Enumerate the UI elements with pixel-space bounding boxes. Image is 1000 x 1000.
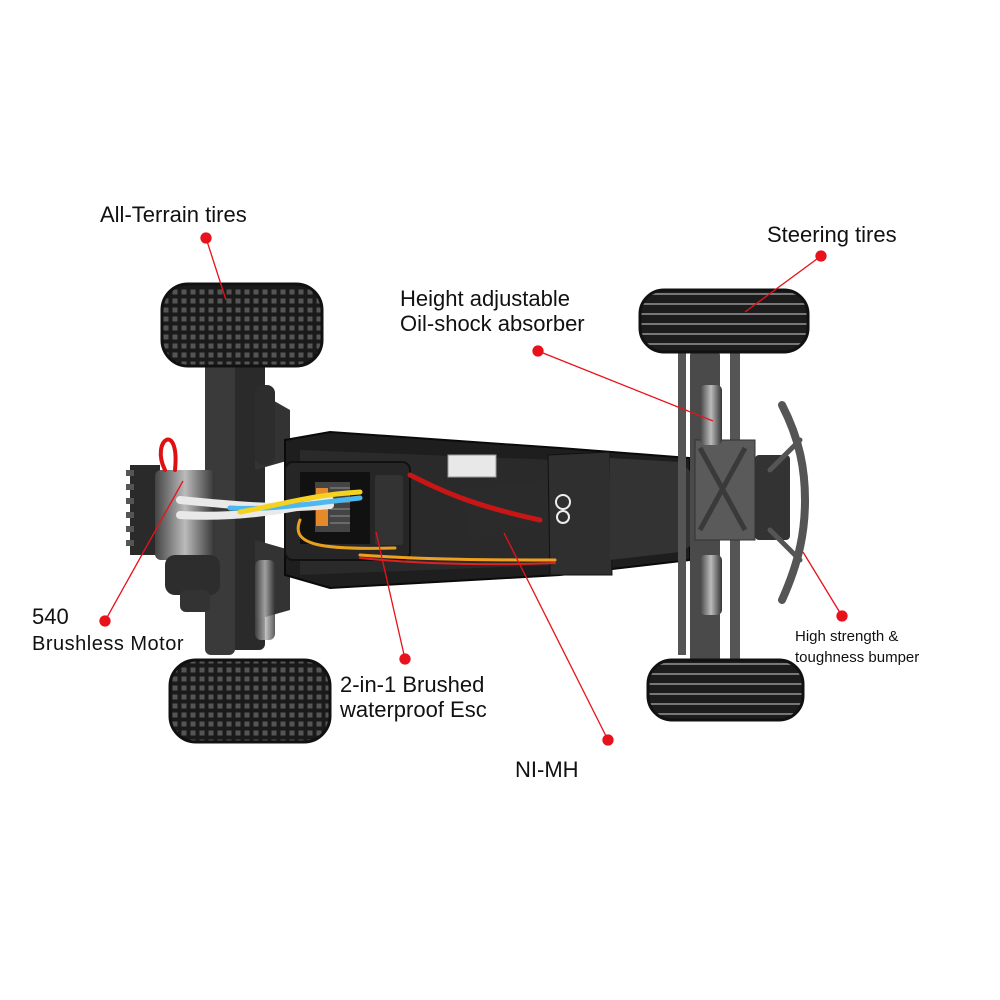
label-line: toughness bumper [795, 649, 920, 667]
esc-box [284, 461, 411, 561]
label-brushless-motor: 540 Brushless Motor [32, 604, 184, 656]
callout-leaders [99, 232, 848, 746]
label-line: Brushless Motor [32, 633, 184, 656]
label-line: 2-in-1 Brushed [340, 672, 485, 697]
callout-dot-motor [99, 615, 111, 627]
callout-dot-shock [532, 345, 544, 357]
callout-dot-bumper [836, 610, 848, 622]
label-line: 540 [32, 604, 69, 629]
callout-dot-steering [815, 250, 827, 262]
label-oil-shock-absorber: Height adjustable Oil-shock absorber [400, 286, 585, 337]
label-bumper: High strength & toughness bumper [795, 628, 919, 667]
label-line: NI-MH [515, 757, 579, 782]
label-line: All-Terrain tires [100, 202, 247, 227]
label-all-terrain-tires: All-Terrain tires [100, 202, 247, 227]
front-tire-bottom [646, 658, 805, 722]
wires [158, 437, 557, 566]
label-line: Steering tires [767, 222, 897, 247]
callout-dot-battery [602, 734, 614, 746]
label-esc: 2-in-1 Brushed waterproof Esc [340, 672, 487, 723]
callout-dot-esc [399, 653, 411, 665]
front-tire-top [638, 288, 810, 354]
label-line: waterproof Esc [340, 697, 487, 723]
label-line: Oil-shock absorber [400, 311, 585, 337]
callout-dot-tires [200, 232, 212, 244]
label-line: Height adjustable [400, 286, 571, 311]
battery-pack [447, 451, 613, 576]
label-ni-mh: NI-MH [515, 757, 579, 782]
label-line: High strength & [795, 628, 899, 645]
rear-suspension [205, 355, 290, 655]
label-steering-tires: Steering tires [767, 222, 897, 247]
rear-tire-bottom [168, 658, 332, 744]
motor-gearbox [126, 465, 220, 612]
front-bumper [767, 401, 810, 604]
front-suspension [610, 335, 790, 665]
rear-tire-top [160, 282, 324, 368]
